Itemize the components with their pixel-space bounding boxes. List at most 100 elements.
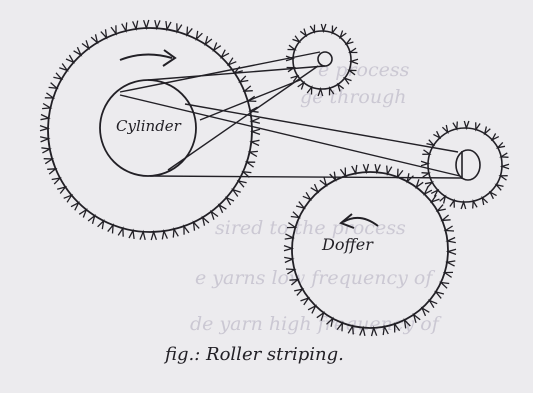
card-tooth [439,281,450,289]
card-tooth [422,149,432,155]
card-tooth [176,23,183,34]
card-tooth [307,304,318,314]
card-tooth [53,72,64,81]
card-tooth [292,35,302,44]
card-tooth [65,54,76,64]
card-tooth [472,199,478,209]
card-tooth [393,321,401,333]
card-tooth [317,86,324,97]
cylinder-teeth [39,19,261,241]
small-roller-top [285,23,359,97]
connector-line [149,175,463,179]
background-text-line: ge through [300,86,406,108]
card-tooth [319,177,328,188]
doffer-teeth [283,163,457,337]
card-tooth [242,85,253,92]
card-tooth [41,147,52,154]
card-tooth [195,30,203,41]
card-tooth [238,75,249,83]
card-tooth [299,28,308,38]
doffer-outline [291,171,449,329]
card-tooth [420,160,431,167]
card-tooth [348,58,359,65]
card-tooth [97,219,105,230]
card-tooth [302,191,313,201]
card-tooth [460,199,467,210]
card-tooth [117,226,124,237]
card-tooth [382,324,389,336]
card-tooth [73,46,83,57]
card-tooth [284,256,295,264]
connector-line [184,103,459,153]
card-tooth [248,106,259,113]
card-tooth [286,222,298,229]
cylinder-label: Cylinder [116,117,182,135]
card-tooth [336,82,345,92]
card-tooth [290,211,301,219]
card-tooth [161,229,168,240]
card-tooth [328,85,335,96]
card-tooth [286,66,297,73]
card-tooth [386,165,393,177]
card-tooth [430,188,440,197]
small-roller-top-teeth [285,23,359,97]
card-tooth [59,63,69,72]
card-tooth [121,22,128,33]
card-tooth [43,158,55,165]
card-tooth [445,260,456,267]
connector-line [147,65,326,81]
card-tooth [475,122,481,132]
right-roller [420,120,510,210]
card-tooth [110,25,117,36]
card-tooth [42,102,53,110]
background-text: e process ge through sired to the proces… [190,59,442,335]
card-tooth [201,215,210,226]
card-tooth [300,296,311,306]
card-tooth [329,171,337,182]
card-tooth [39,136,51,143]
card-tooth [488,190,497,200]
card-tooth [212,42,222,52]
card-tooth [285,268,297,275]
card-tooth [420,306,430,317]
card-tooth [283,244,295,252]
card-tooth [347,69,357,76]
card-tooth [434,290,445,299]
card-tooth [39,124,51,132]
cylinder-outline [47,27,253,233]
card-tooth [70,201,81,211]
background-text-line: e process [318,59,410,81]
card-tooth [297,80,306,90]
card-tooth [44,92,56,99]
card-tooth [90,34,99,45]
card-tooth [132,20,139,31]
card-tooth [422,186,433,196]
background-text-line: e yarns low frequency of [195,267,435,289]
card-tooth [142,19,150,31]
card-tooth [347,47,358,54]
clockwise-arrow-icon [119,49,177,67]
card-tooth [347,323,354,335]
card-tooth [429,194,440,204]
card-tooth [78,208,88,218]
card-tooth [427,299,438,309]
figure-caption: fig.: Roller striping. [163,344,344,365]
card-tooth [87,213,96,224]
card-tooth [107,223,114,234]
card-tooth [294,288,305,296]
card-tooth [100,29,108,40]
card-tooth [445,248,457,256]
card-tooth [415,179,424,189]
card-tooth [150,229,158,241]
card-tooth [306,85,313,95]
right-roller-teeth [420,120,510,210]
connector-line [119,94,461,177]
card-tooth [249,117,261,124]
card-tooth [336,321,344,332]
card-tooth [165,21,172,32]
card-tooth [226,57,237,67]
card-tooth [139,229,146,241]
card-tooth [219,49,230,59]
card-tooth [309,24,316,35]
